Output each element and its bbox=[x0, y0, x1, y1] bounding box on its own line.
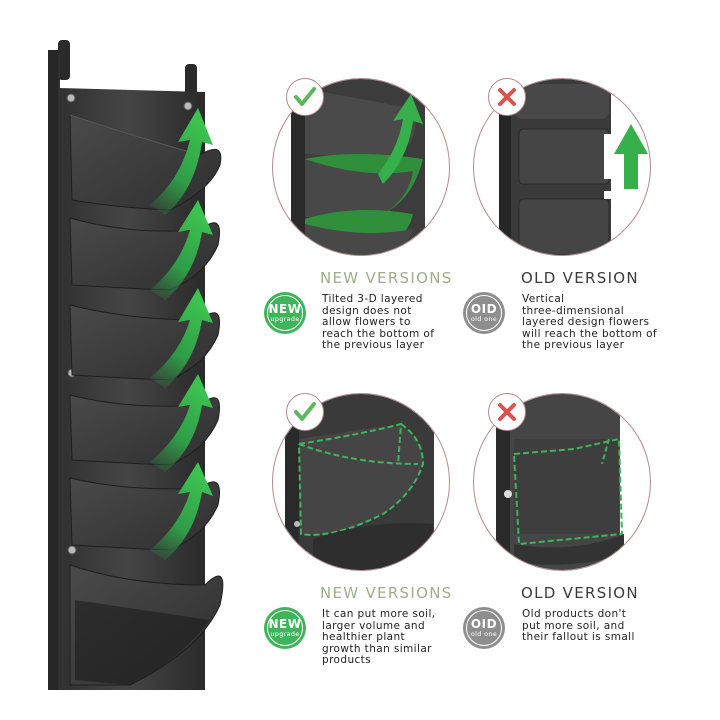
check-icon bbox=[286, 393, 324, 431]
old-version-description: Old products don't put more soil, and th… bbox=[522, 608, 635, 644]
new-version-description: It can put more soil, larger volume and … bbox=[322, 608, 436, 667]
old-version-description: Vertical three-dimensional layered desig… bbox=[522, 293, 658, 352]
old-version-heading: OLD VERSION bbox=[521, 269, 639, 287]
new-upgrade-badge: NEW upgrade bbox=[264, 292, 306, 334]
new-versions-heading: NEW VERSIONS bbox=[320, 584, 453, 602]
new-version-large-volume-image bbox=[272, 393, 450, 571]
old-version-heading: OLD VERSION bbox=[521, 584, 639, 602]
new-version-description: Tilted 3-D layered design does not allow… bbox=[322, 293, 435, 352]
cross-icon bbox=[488, 393, 526, 431]
new-upgrade-badge: NEW upgrade bbox=[264, 607, 306, 649]
new-version-tilted-pockets-image bbox=[272, 78, 450, 256]
old-one-badge: OID old one bbox=[463, 292, 505, 334]
old-one-badge: OID old one bbox=[463, 607, 505, 649]
planter-product-image bbox=[30, 30, 250, 700]
check-icon bbox=[286, 78, 324, 116]
cross-icon bbox=[488, 78, 526, 116]
new-versions-heading: NEW VERSIONS bbox=[320, 269, 453, 287]
